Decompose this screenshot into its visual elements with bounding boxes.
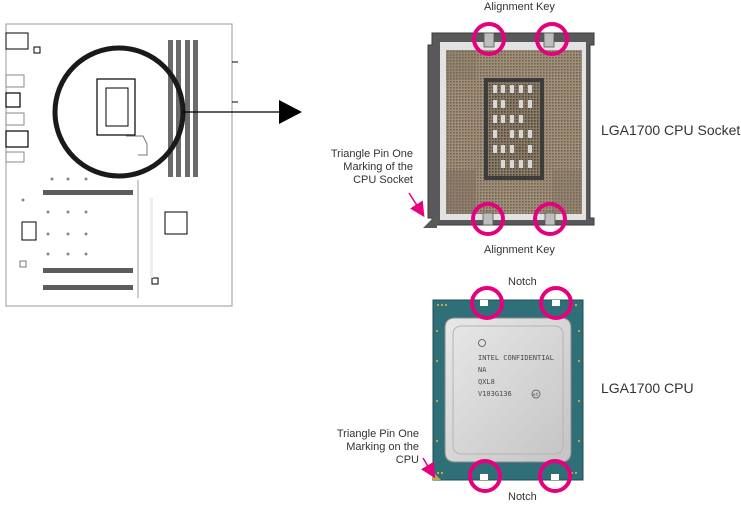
cpu-socket [408, 22, 595, 236]
socket-title: LGA1700 CPU Socket [601, 122, 741, 138]
cpu-marking-1: INTEL CONFIDENTIAL [478, 354, 554, 362]
socket-pin-one-line-2: Marking of the [343, 161, 413, 173]
cpu-pin-one-arrow [421, 457, 436, 479]
cpu-pin-one-line-3: CPU [395, 454, 419, 466]
notch-circle-bottom-right [538, 459, 572, 493]
notch-circle-bottom-left [468, 459, 502, 493]
io-port [5, 32, 29, 50]
socket-pin-one-line-1: Triangle Pin One [330, 148, 413, 160]
notch-top-label: Notch [508, 276, 537, 288]
pointer-arrow [279, 100, 302, 124]
cpu-mark-badge: e4 [533, 392, 539, 398]
alignment-key-top-label: Alignment Key [484, 1, 555, 13]
alignment-key-circle-bottom-left [471, 202, 505, 236]
cpu-title: LGA1700 CPU [601, 380, 694, 396]
cpu-pin-one-line-2: Marking on the [346, 441, 419, 453]
cpu-marking-3: QXL8 [478, 378, 495, 386]
cpu-marking-2: NA [478, 366, 487, 374]
socket-pin-one-line-3: CPU Socket [353, 174, 413, 186]
cpu-marking-4: V103G136 [478, 390, 512, 398]
socket-pin-one-triangle [423, 214, 437, 228]
alignment-key-circle-bottom-right [533, 202, 567, 236]
cpu-pin-one-line-1: Triangle Pin One [336, 428, 419, 440]
socket-pin-one-arrow [408, 192, 425, 218]
notch-circle-top-left [470, 286, 504, 320]
motherboard [5, 23, 302, 307]
cpu-package: INTEL CONFIDENTIAL NA QXL8 V103G136 e4 [421, 286, 584, 493]
pcie-slots [43, 190, 133, 290]
dimm-slots [168, 40, 198, 177]
notch-circle-top-right [539, 286, 573, 320]
notch-bottom-label: Notch [508, 491, 537, 503]
alignment-key-bottom-label: Alignment Key [484, 244, 555, 256]
alignment-key-circle-top-right [535, 22, 569, 56]
alignment-key-circle-top-left [472, 22, 506, 56]
cpu-pin-one-note: Triangle Pin One Marking on the CPU [306, 428, 419, 467]
socket-pin-one-note: Triangle Pin One Marking of the CPU Sock… [300, 148, 413, 187]
